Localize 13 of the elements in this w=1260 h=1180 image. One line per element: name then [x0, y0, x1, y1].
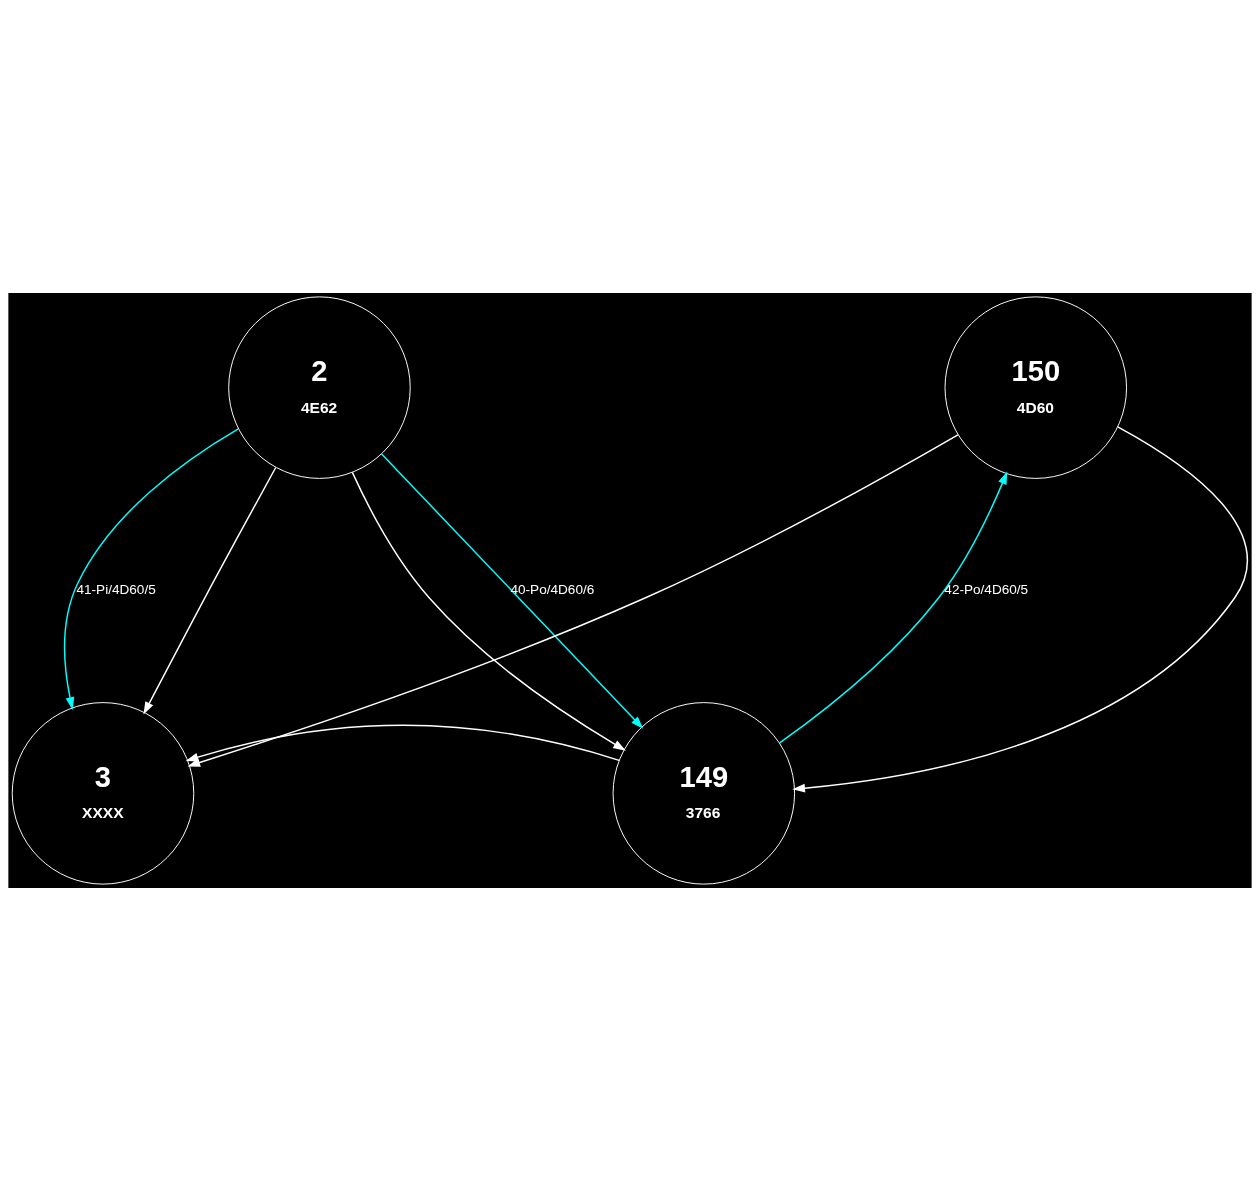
edge-label: 42-Po/4D60/5: [944, 581, 1029, 597]
arrow: [351, 471, 626, 751]
arrow: [792, 425, 1248, 793]
arrow: [143, 466, 277, 714]
node-circle: 2 4E62: [228, 295, 411, 479]
arrow: [63, 427, 239, 710]
node-circle: 150 4D60: [944, 295, 1127, 479]
arrow: [778, 471, 1008, 744]
arrow: [185, 724, 620, 761]
edge-label: 41-Pi/4D60/5: [76, 581, 156, 597]
edge-label: 40-Po/4D60/6: [510, 581, 595, 597]
arrow: [380, 452, 644, 729]
arrow: [187, 433, 959, 767]
